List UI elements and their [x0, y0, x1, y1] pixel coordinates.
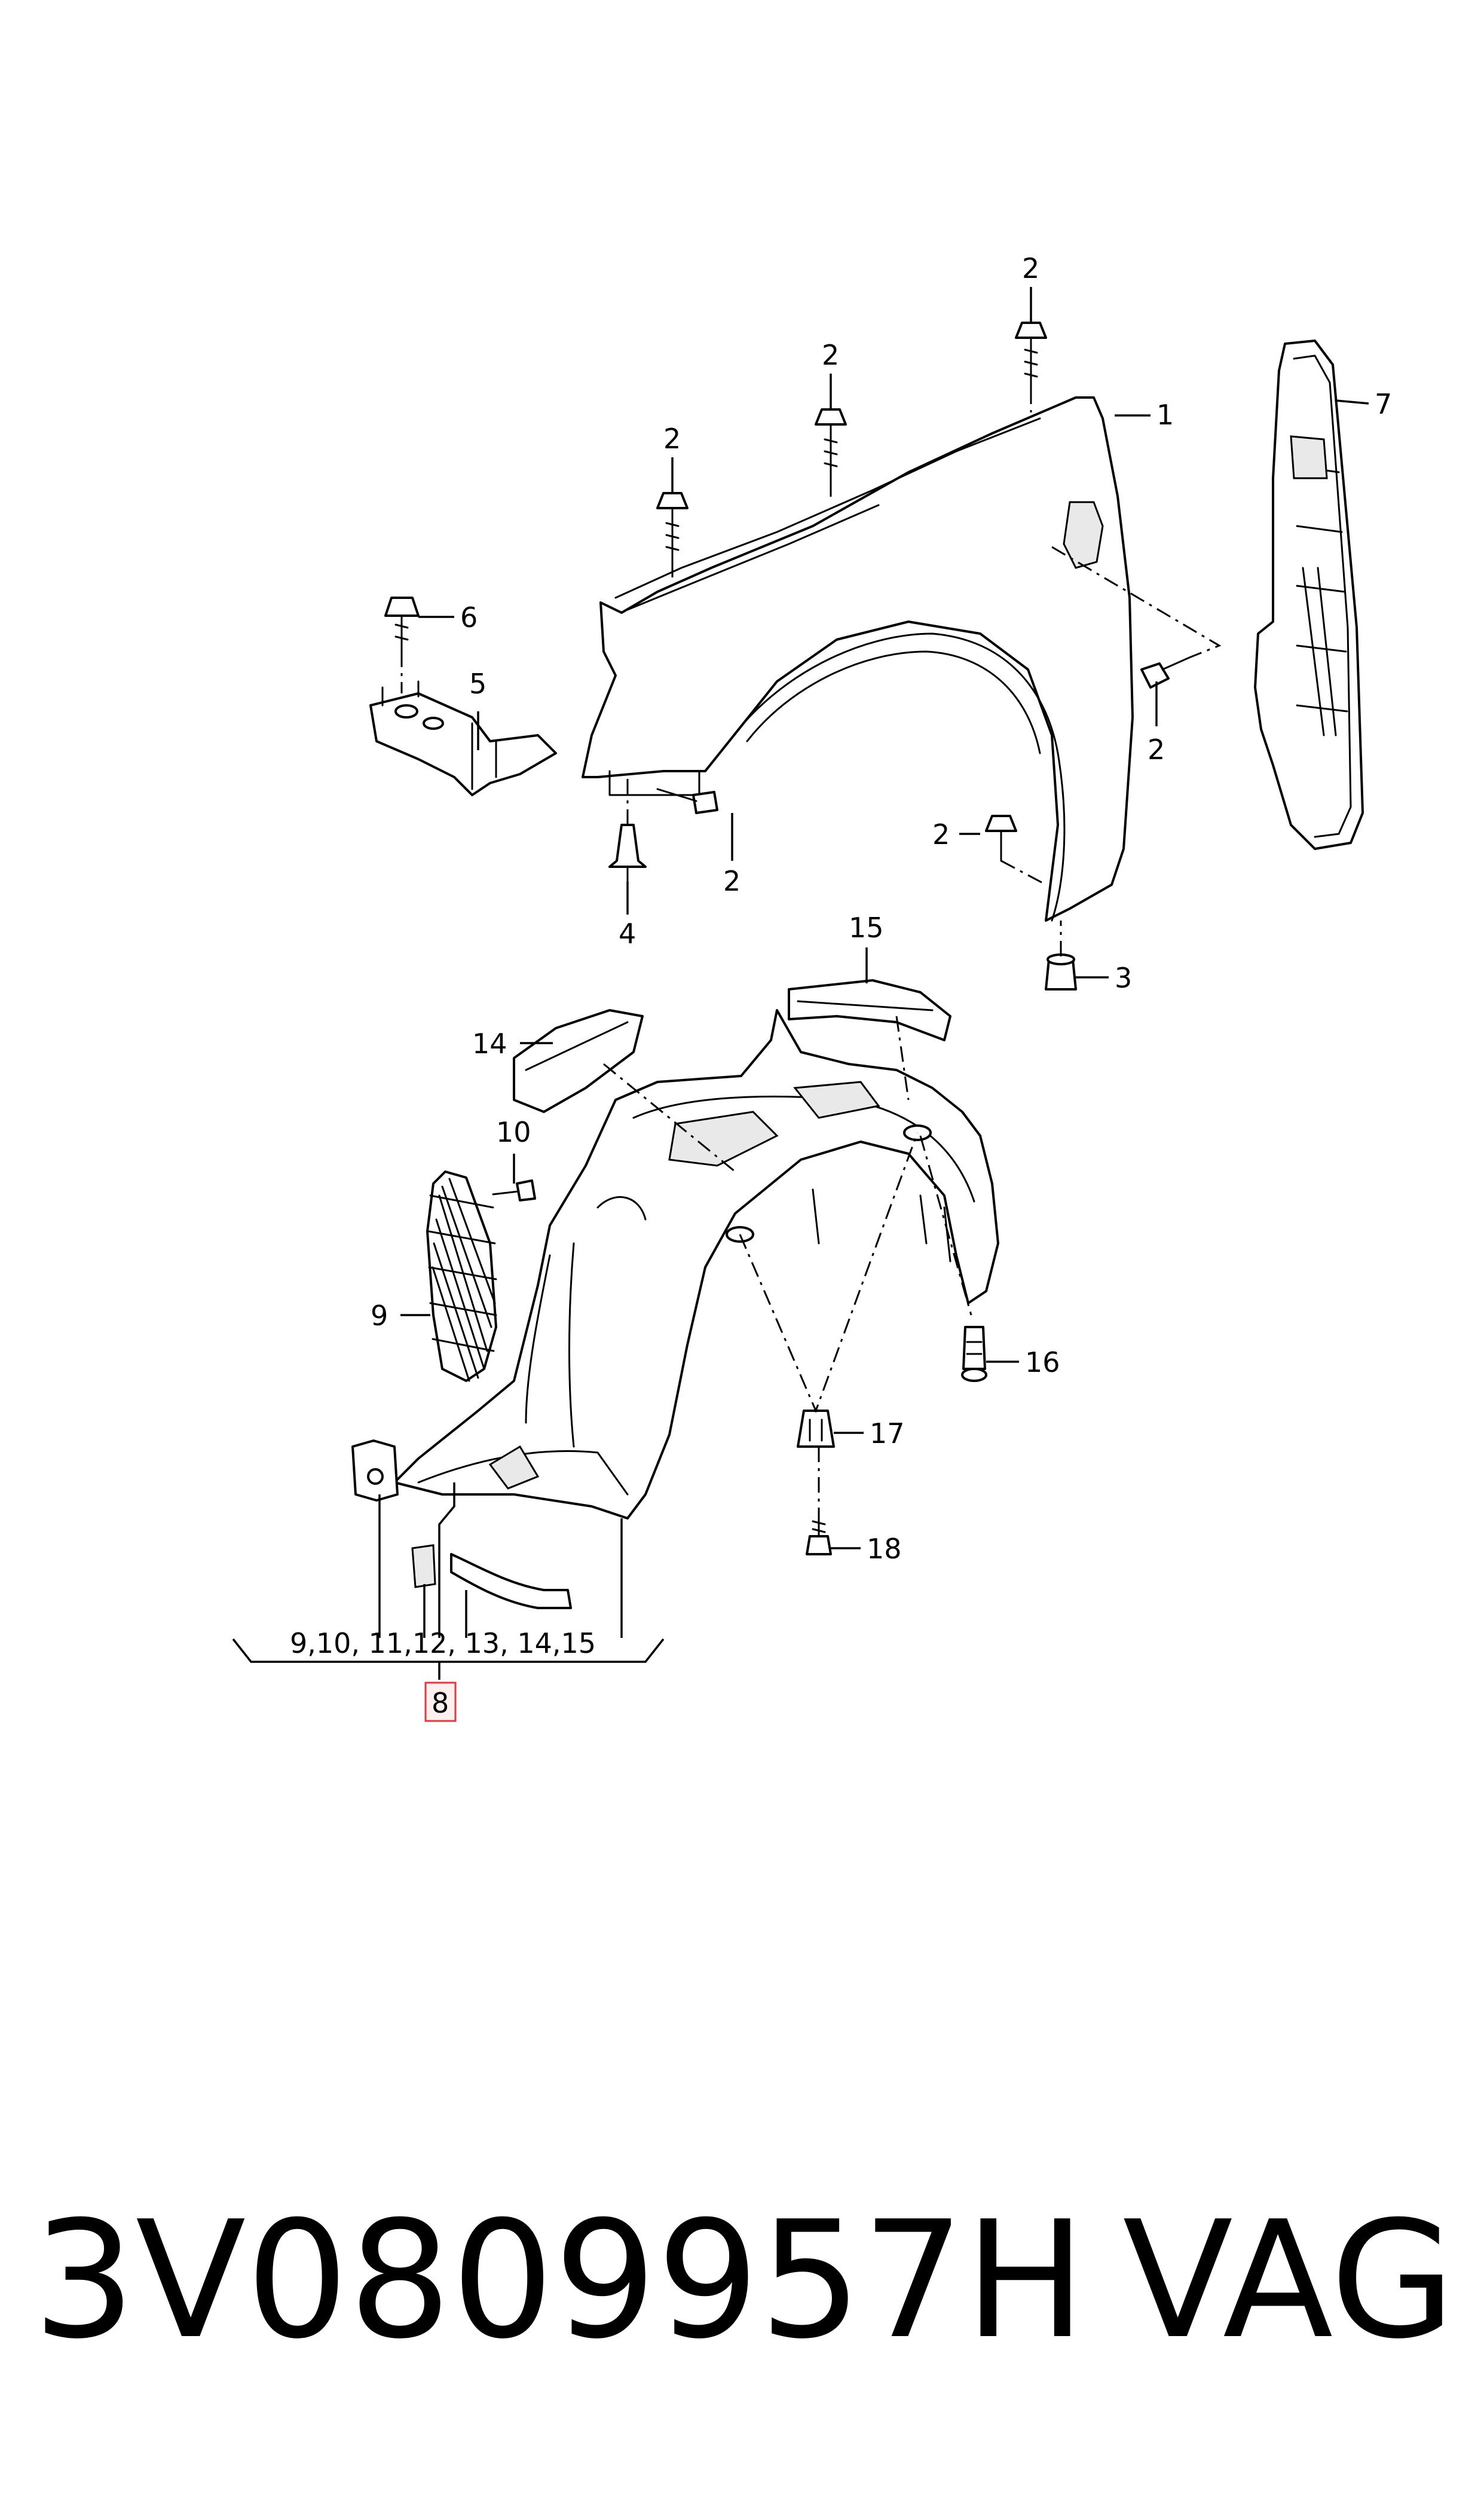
screw-18 — [806, 1517, 832, 1555]
callout-1: 1 — [1156, 399, 1174, 431]
vent-grille-part — [426, 1170, 497, 1382]
brand-label: VAG — [1122, 2186, 1455, 2374]
callout-6: 6 — [460, 601, 478, 634]
footer-caption: 3V0809957H VAG — [33, 2182, 1455, 2379]
bracket-part — [369, 680, 557, 796]
bolt-6 — [384, 597, 420, 653]
callout-10: 10 — [496, 1116, 531, 1148]
pad-14-part — [513, 1009, 644, 1113]
bolt-2-lower — [656, 788, 718, 814]
callout-5: 5 — [469, 668, 486, 700]
clip-17 — [797, 1410, 835, 1448]
callout-14: 14 — [472, 1028, 507, 1060]
clip-11-part — [351, 1439, 399, 1502]
strip-13-part — [450, 1553, 572, 1609]
callout-7: 7 — [1375, 388, 1392, 420]
bolt-2-right — [1140, 656, 1191, 689]
fender-panel — [582, 396, 1134, 922]
callout-8: 8 — [432, 1687, 449, 1719]
callout-2-top-left: 2 — [663, 423, 681, 455]
callout-labels: 1 2 2 2 2 2 2 3 4 5 6 7 9 10 14 15 16 17… — [290, 252, 1392, 1722]
pad-12-part — [411, 1544, 436, 1588]
callout-2-top-mid: 2 — [822, 339, 839, 371]
wheel-arch-liner — [393, 1009, 999, 1520]
bolt-2-top-mid — [815, 408, 847, 482]
callout-9: 9 — [371, 1300, 388, 1332]
bolt-2-top-right — [1015, 322, 1047, 390]
callout-group-list: 9,10, 11,12, 13, 14,15 — [290, 1627, 596, 1659]
pad-15-part — [788, 979, 951, 1041]
callout-8-highlight-box — [424, 1682, 457, 1722]
part-number-label: 3V0809957H — [33, 2186, 1086, 2374]
side-seal-part — [1254, 340, 1364, 850]
callout-16: 16 — [1025, 1346, 1060, 1378]
fastener-16 — [961, 1326, 987, 1382]
callout-15: 15 — [849, 912, 884, 944]
clip-4 — [608, 824, 647, 883]
bolt-2-low-right — [985, 815, 1017, 862]
bolt-2-top-left — [656, 492, 689, 563]
callout-2-top-right: 2 — [1022, 252, 1039, 285]
callout-leaders — [232, 287, 1369, 1680]
callout-2-right: 2 — [1148, 733, 1165, 766]
callout-4: 4 — [619, 918, 636, 950]
callout-2-lower: 2 — [723, 865, 741, 897]
nut-3 — [1045, 953, 1077, 990]
assembly-axis-lines — [400, 389, 1222, 1518]
callout-18: 18 — [867, 1533, 902, 1565]
callout-3: 3 — [1115, 962, 1132, 994]
callout-2-low-right: 2 — [932, 818, 950, 851]
screw-10 — [492, 1179, 536, 1202]
callout-17: 17 — [870, 1417, 905, 1450]
